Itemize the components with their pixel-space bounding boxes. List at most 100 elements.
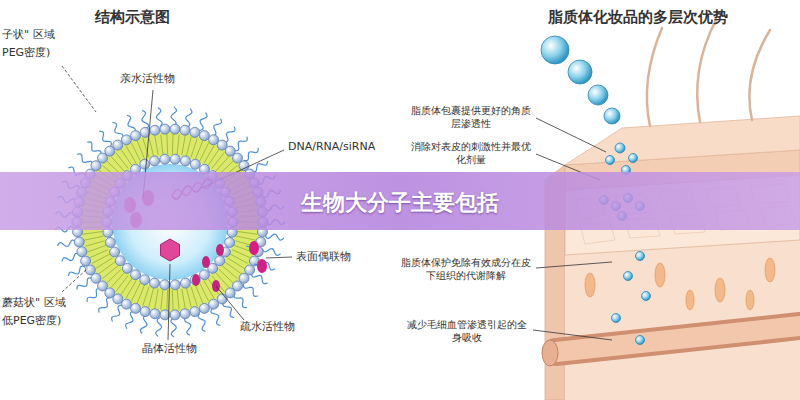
- liposome-sphere: [568, 60, 592, 84]
- lipid-tail: [103, 266, 118, 279]
- lipid-head: [115, 256, 125, 266]
- lipid-head: [170, 280, 180, 290]
- lipid-head: [150, 156, 160, 166]
- lipid-head: [160, 124, 170, 134]
- lipid-tail: [212, 153, 224, 169]
- lipid-tail: [230, 254, 248, 263]
- hydrophobic-drug: [216, 244, 224, 256]
- region-label: 子状" 区域: [2, 28, 55, 42]
- peg-chain: [113, 122, 123, 138]
- peg-chain: [186, 109, 192, 128]
- hair: [749, 30, 770, 120]
- lipid-tail: [172, 290, 174, 310]
- lipid-tail: [149, 288, 154, 307]
- liposome-sphere: [624, 272, 633, 281]
- capillary-end: [542, 340, 558, 366]
- lipid-head: [217, 294, 227, 304]
- lipid-head: [81, 256, 91, 266]
- part-label: DNA/RNA/siRNA: [288, 140, 375, 154]
- peg-chain: [251, 161, 267, 172]
- lipid-tail: [208, 278, 219, 295]
- lipid-head: [131, 303, 141, 313]
- leader-line: [216, 286, 244, 320]
- peg-chain: [127, 115, 135, 133]
- lipid-head: [77, 247, 87, 257]
- hydrophobic-drug: [202, 256, 210, 268]
- lipid-tail: [204, 146, 214, 163]
- hydrophobic-drug: [192, 274, 200, 286]
- liposome-sphere: [606, 156, 615, 165]
- lipid-tail: [84, 236, 104, 240]
- peg-chain: [265, 234, 284, 240]
- capillary-lumen: [556, 326, 800, 352]
- lipid-head: [122, 263, 132, 273]
- lipid-tail: [87, 245, 106, 252]
- lipid-tail: [172, 134, 174, 154]
- peg-chain: [112, 305, 122, 321]
- lipid-tail: [182, 135, 185, 155]
- lipid-head: [150, 278, 160, 288]
- lipid-head: [180, 278, 190, 288]
- peg-chain: [234, 293, 247, 307]
- lipid-head: [160, 280, 170, 290]
- lipid-tail: [186, 137, 191, 156]
- lipid-head: [190, 307, 200, 317]
- note-text: 脂质体保护免除有效成分在皮下组织的代谢降解: [400, 256, 532, 282]
- lipid-head: [150, 309, 160, 319]
- lipid-tail: [116, 153, 128, 169]
- banner-title: 生物大分子主要包括: [0, 188, 800, 218]
- lipid-tail: [237, 236, 257, 240]
- lipid-tail: [83, 231, 103, 234]
- lipid-tail: [219, 269, 233, 283]
- liposome-sphere: [629, 154, 638, 163]
- peg-chain: [156, 108, 162, 127]
- lipid-head: [74, 237, 84, 247]
- lipid-tail: [116, 276, 128, 292]
- lipid-tail: [191, 287, 197, 306]
- lipid-tail: [228, 258, 245, 269]
- capillary-wall: [556, 326, 800, 352]
- lipid-head: [190, 127, 200, 137]
- lipid-head: [170, 310, 180, 320]
- lipid-head: [199, 270, 209, 280]
- lipid-head: [121, 299, 131, 309]
- lipid-head: [180, 156, 190, 166]
- lipid-tail: [177, 134, 179, 154]
- peg-chain: [171, 107, 176, 126]
- peg-chain: [156, 317, 162, 336]
- lipid-tail: [195, 285, 202, 304]
- lipid-tail: [143, 287, 149, 306]
- lipid-head: [121, 135, 131, 145]
- liposome-sphere: [612, 314, 621, 323]
- surface-conjugate: [249, 241, 259, 255]
- part-label: 表面偶联物: [296, 250, 351, 264]
- lipid-head: [209, 299, 219, 309]
- lipid-tail: [126, 281, 136, 298]
- lipid-head: [113, 140, 123, 150]
- peg-chain: [251, 273, 267, 284]
- liposome-sphere: [636, 336, 645, 345]
- part-label: 疏水活性物: [240, 320, 295, 334]
- lipid-tail: [149, 137, 154, 156]
- lipid-tail: [225, 262, 241, 274]
- part-label: 亲水活性物: [120, 72, 175, 86]
- lipid-tail: [208, 149, 219, 166]
- peg-chain: [212, 119, 221, 136]
- lipid-tail: [137, 140, 144, 159]
- peg-chain: [140, 315, 147, 333]
- lipid-tail: [216, 157, 229, 172]
- liposome-sphere: [615, 143, 625, 153]
- lipid-head: [225, 237, 235, 247]
- leader-line: [266, 257, 292, 258]
- peg-chain: [99, 131, 111, 146]
- crystal-drug: [160, 239, 179, 261]
- leader-line: [536, 118, 606, 152]
- leader-line: [533, 330, 612, 340]
- peg-chain: [198, 313, 205, 331]
- peg-chain: [224, 127, 235, 143]
- hair: [647, 28, 662, 126]
- liposome-sphere: [636, 252, 645, 261]
- lipid-tail: [99, 262, 115, 274]
